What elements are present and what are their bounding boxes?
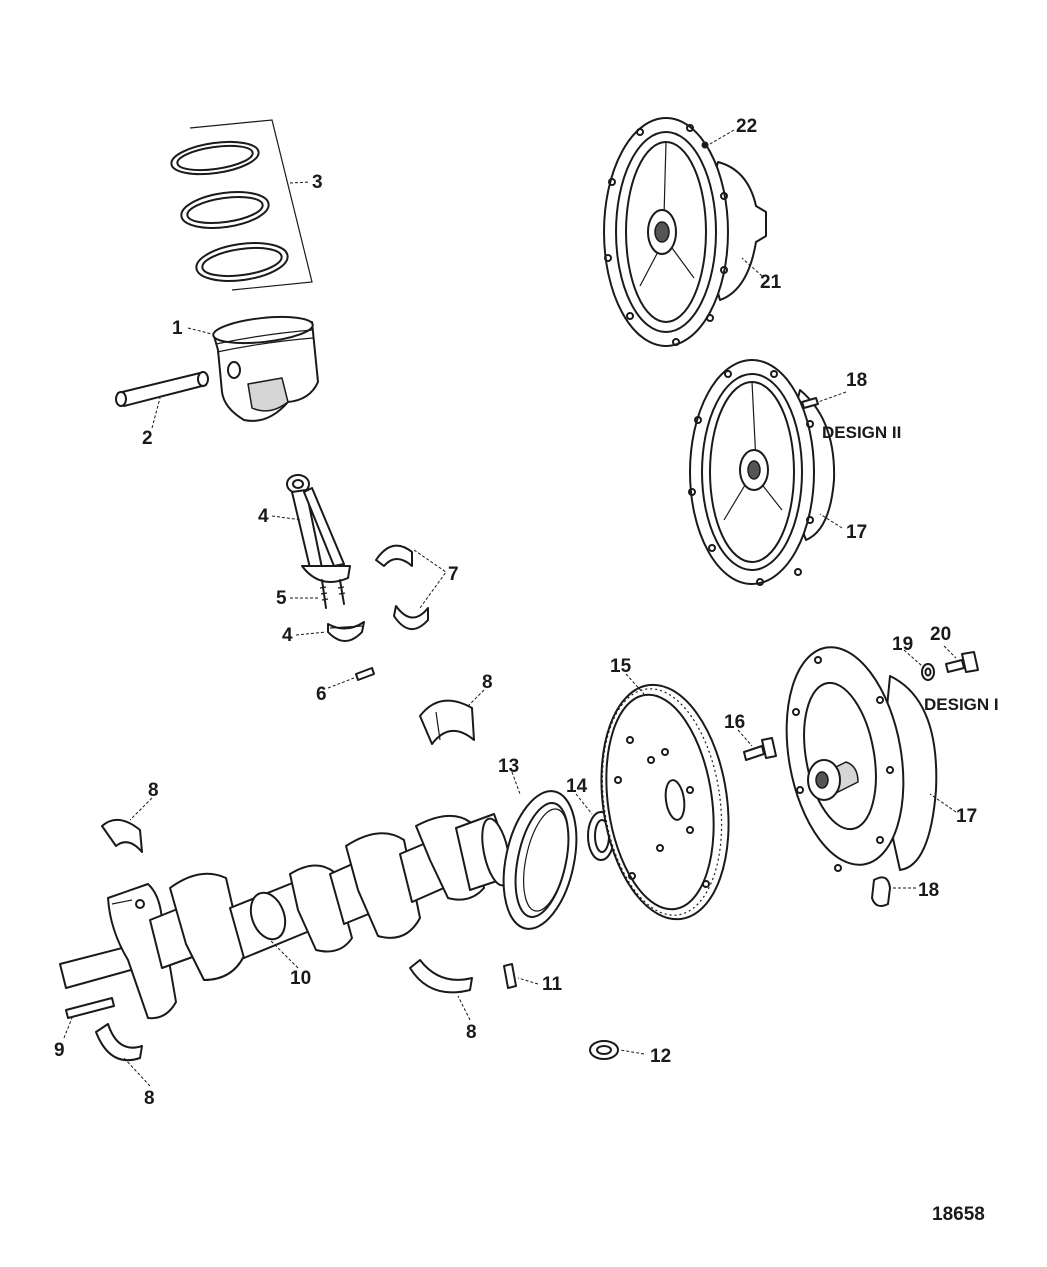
design-1-label: DESIGN I (924, 695, 999, 714)
callout-1: 1 (172, 318, 183, 339)
coupler-bolt (945, 651, 979, 673)
callout-8-lower-left: 8 (144, 1088, 155, 1109)
alignment-stud-design-1 (871, 876, 891, 907)
drive-coupler-design-1 (785, 646, 938, 872)
callout-9: 9 (54, 1040, 65, 1061)
plug (701, 141, 709, 149)
callout-labels: 1 2 3 4 5 4 6 7 8 8 8 8 9 10 11 12 13 14… (54, 116, 999, 1225)
main-bearing-upper-left (101, 819, 143, 853)
callout-15: 15 (610, 656, 632, 677)
figure-number: 18658 (932, 1204, 985, 1225)
piston-pin (115, 371, 209, 407)
rod-dowel (355, 667, 375, 681)
callout-17-design-1: 17 (956, 806, 977, 827)
callout-4-cap: 4 (282, 625, 293, 646)
callout-3: 3 (312, 172, 323, 193)
main-bearing-upper-right (419, 699, 475, 745)
rod-cap (327, 621, 365, 642)
callout-11: 11 (542, 974, 563, 995)
callout-5: 5 (276, 588, 287, 609)
rear-main-seal (502, 790, 578, 930)
main-bearing-lower-mid (409, 959, 473, 994)
callout-18-design-2: 18 (846, 370, 867, 391)
callout-17-design-2: 17 (846, 522, 867, 543)
drive-coupler-spline (603, 117, 767, 347)
main-bearing-lower-left (95, 1023, 143, 1062)
callout-8-upper-left: 8 (148, 780, 159, 801)
crankshaft-key (65, 997, 115, 1019)
piston-rings (170, 119, 313, 291)
callout-2: 2 (142, 428, 153, 449)
callout-12: 12 (650, 1046, 671, 1067)
rod-bearing-halves (375, 544, 429, 630)
callout-22: 22 (736, 116, 757, 137)
crank-dowel-pin (503, 963, 517, 989)
callout-4-rod: 4 (258, 506, 269, 527)
leader-lines (63, 129, 957, 1087)
washer (589, 1040, 619, 1060)
callout-21: 21 (760, 272, 782, 293)
connecting-rod (286, 474, 351, 609)
callout-18-design-1: 18 (918, 880, 939, 901)
alignment-stud-design-2 (801, 397, 819, 409)
crankshaft (59, 813, 511, 1020)
callout-8-lower-mid: 8 (466, 1022, 477, 1043)
callout-10: 10 (290, 968, 311, 989)
flywheel-bolt (743, 737, 777, 761)
drive-coupler-design-2 (688, 359, 836, 586)
coupler-washer (921, 663, 935, 681)
callout-7: 7 (448, 564, 459, 585)
callout-13: 13 (498, 756, 519, 777)
piston (212, 315, 319, 422)
callout-8-upper-right: 8 (482, 672, 493, 693)
callout-20: 20 (930, 624, 951, 645)
callout-6: 6 (316, 684, 327, 705)
callout-19: 19 (892, 634, 913, 655)
flywheel (600, 683, 730, 921)
design-2-label: DESIGN II (822, 423, 901, 442)
callout-14: 14 (566, 776, 588, 797)
callout-16: 16 (724, 712, 745, 733)
